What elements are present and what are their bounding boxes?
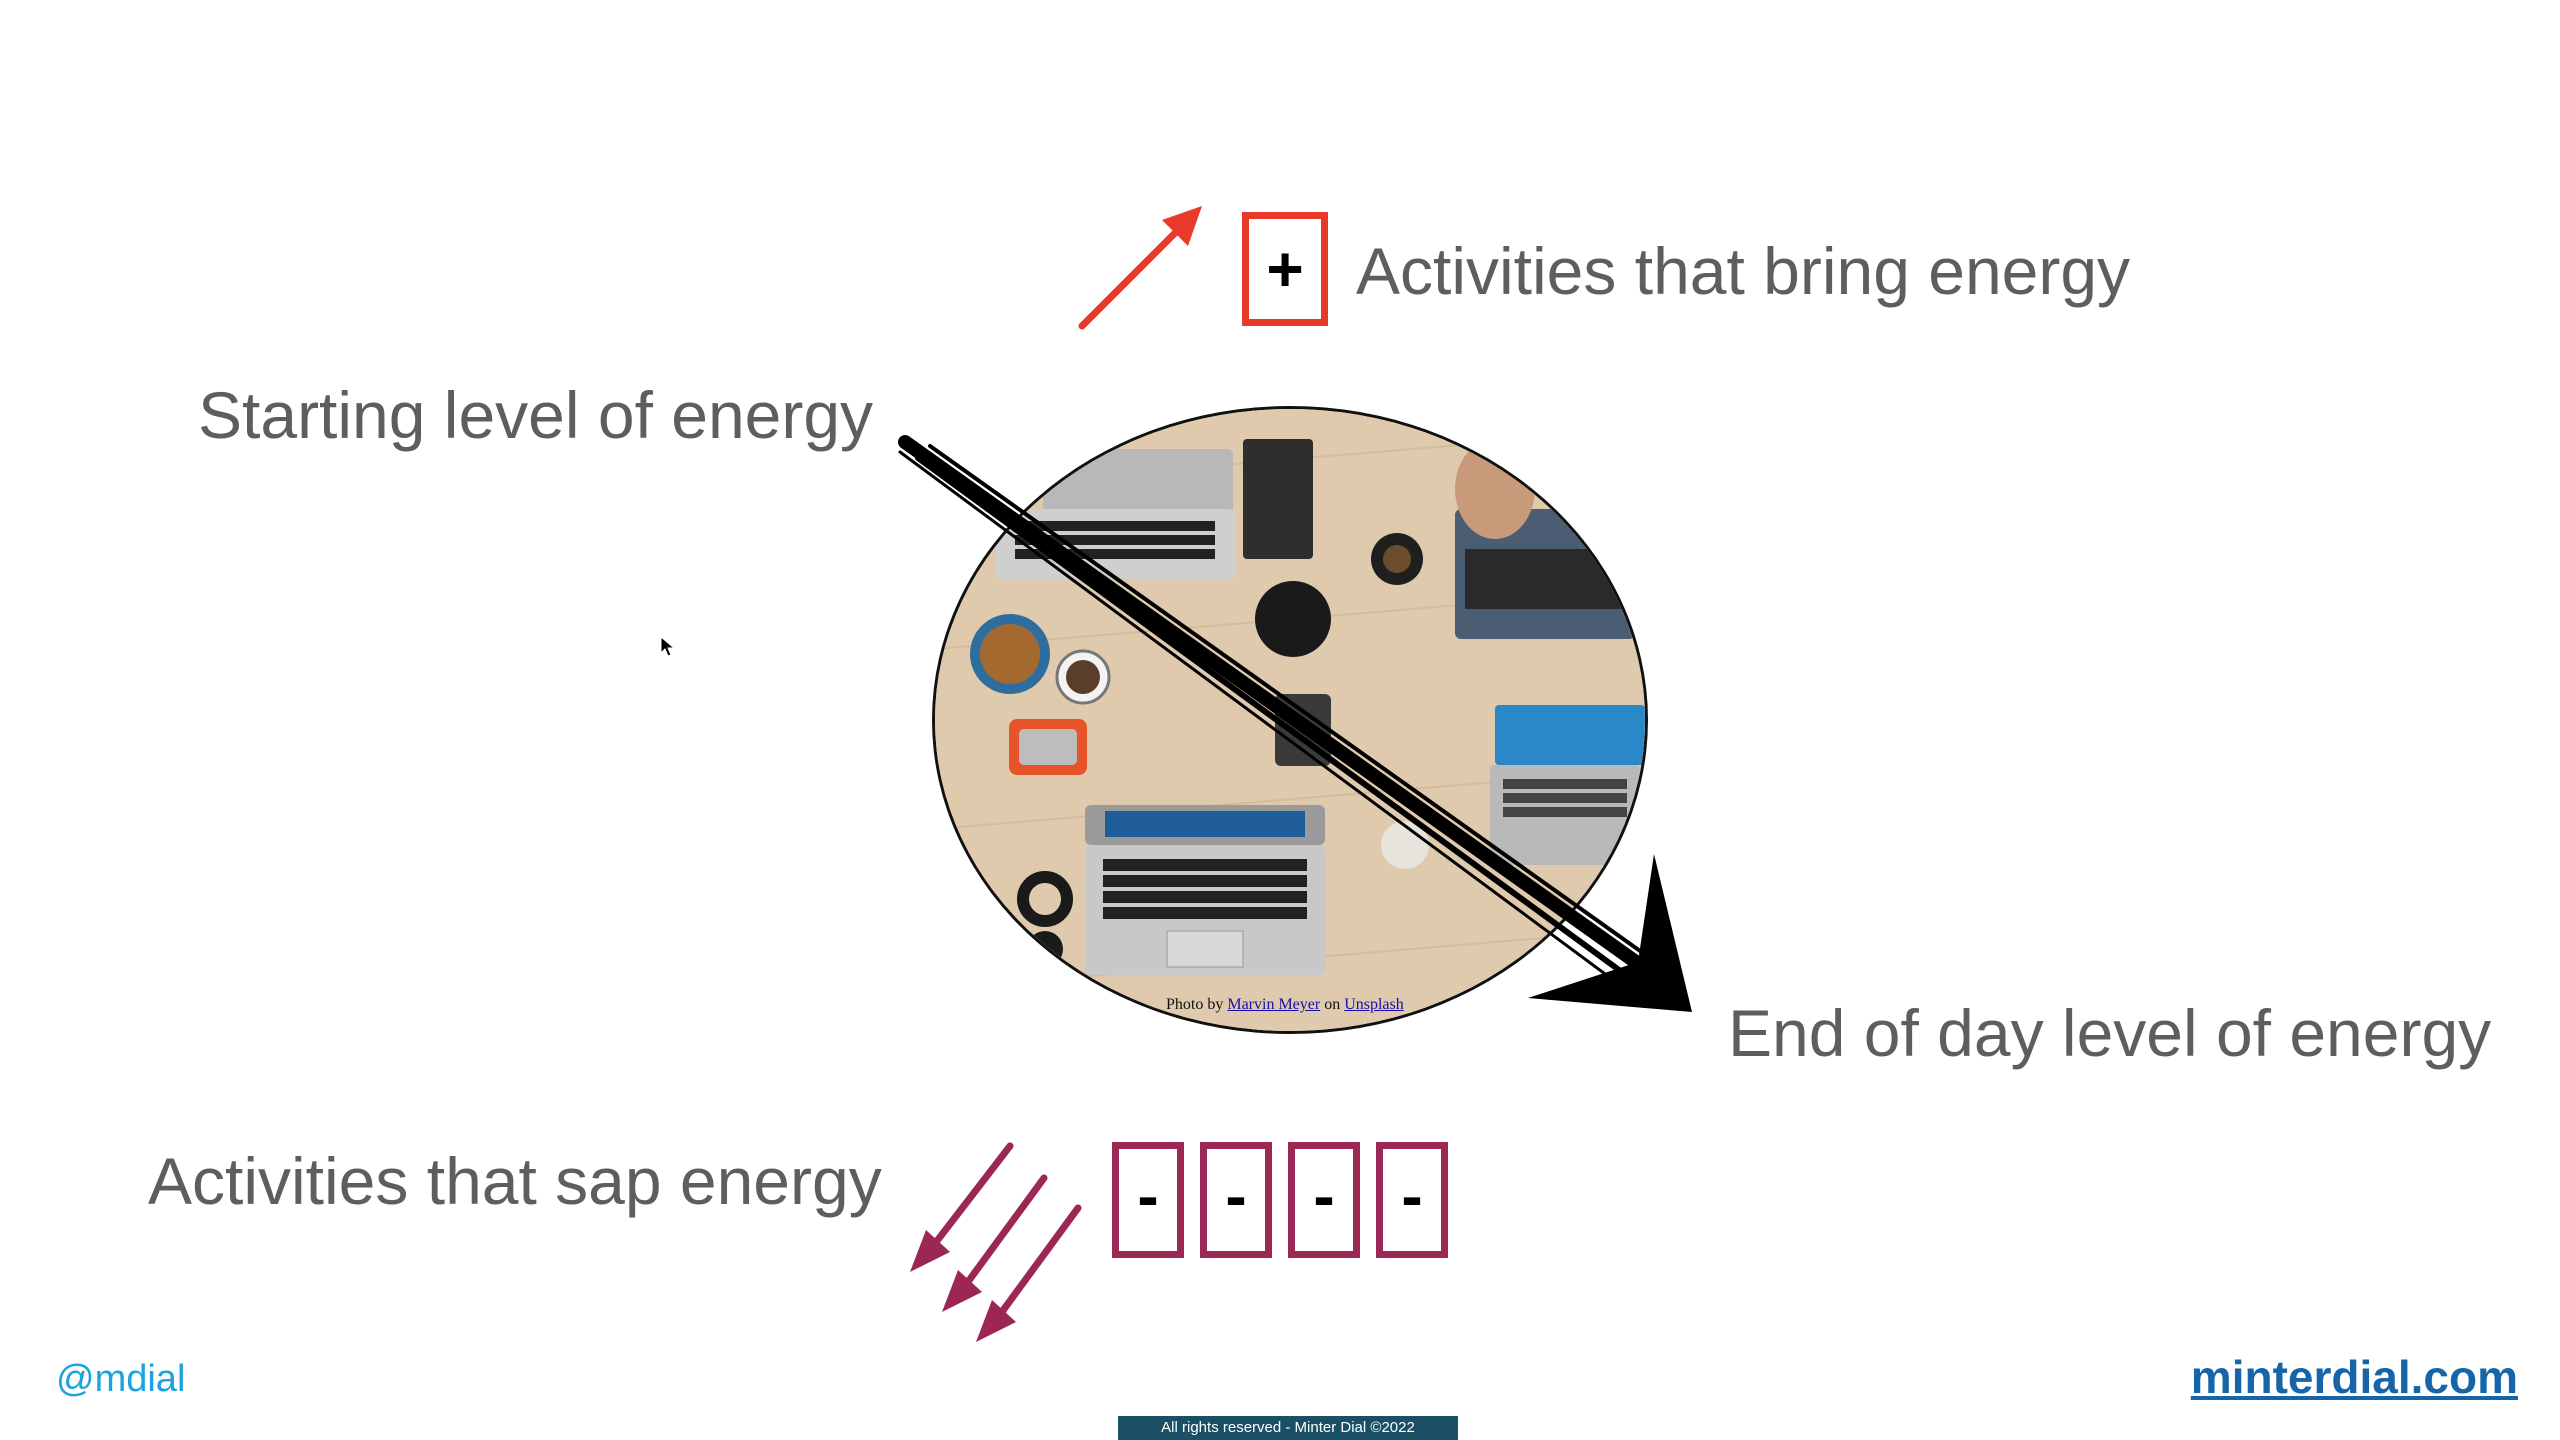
label-activities-bring-energy: Activities that bring energy xyxy=(1356,234,2131,308)
phone xyxy=(1275,694,1331,766)
minus-box-4: - xyxy=(1376,1142,1448,1258)
label-end-of-day-level: End of day level of energy xyxy=(1728,996,2492,1070)
desk-photo-illustration xyxy=(935,409,1645,1031)
glass xyxy=(1381,821,1429,869)
minus-sign: - xyxy=(1137,1160,1159,1232)
arrow-down-left-icon xyxy=(926,1142,1082,1324)
credit-author-link[interactable]: Marvin Meyer xyxy=(1227,996,1321,1013)
desk-photo xyxy=(932,406,1648,1034)
minus-box-1: - xyxy=(1112,1142,1184,1258)
website-link[interactable]: minterdial.com xyxy=(2190,1351,2518,1403)
mouse-pointer-icon xyxy=(660,636,676,657)
plus-sign: + xyxy=(1266,233,1304,305)
minus-box-2: - xyxy=(1200,1142,1272,1258)
teapot xyxy=(1255,581,1331,657)
hand xyxy=(1455,439,1535,539)
minus-sign: - xyxy=(1401,1160,1423,1232)
twitter-handle[interactable]: @mdial xyxy=(56,1358,186,1400)
photo-credit: Photo by Marvin Meyer on Unsplash xyxy=(1166,996,1404,1014)
label-starting-level: Starting level of energy xyxy=(198,378,874,452)
plus-box: + xyxy=(1242,212,1328,326)
credit-prefix: Photo by xyxy=(1166,996,1224,1013)
credit-source-link[interactable]: Unsplash xyxy=(1344,996,1404,1013)
copyright-bar: All rights reserved - Minter Dial ©2022 xyxy=(1118,1416,1458,1440)
laptop-top-left xyxy=(995,449,1235,579)
arrow-up-right-icon xyxy=(1078,206,1202,330)
minus-box-3: - xyxy=(1288,1142,1360,1258)
label-activities-sap-energy: Activities that sap energy xyxy=(148,1144,882,1218)
laptop-center xyxy=(1085,805,1325,975)
laptop-right xyxy=(1490,705,1645,865)
minus-sign: - xyxy=(1225,1160,1247,1232)
notebook xyxy=(1243,439,1313,559)
minus-sign: - xyxy=(1313,1160,1335,1232)
credit-middle: on xyxy=(1324,996,1341,1013)
